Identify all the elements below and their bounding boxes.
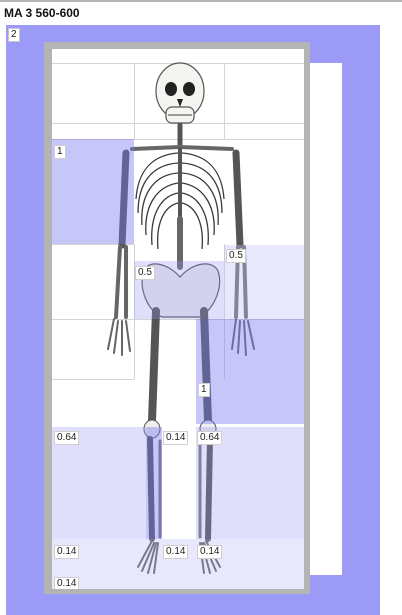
region-label: 0.5 (226, 249, 246, 263)
outer-region-value: 2 (8, 28, 20, 42)
top-border (0, 0, 402, 2)
region-label: 0.14 (54, 545, 79, 559)
region-label: 1 (54, 145, 66, 159)
region-label: 1 (198, 383, 210, 397)
region-label: 0.64 (197, 431, 222, 445)
region-label: 0.14 (163, 545, 188, 559)
region-bottom[interactable] (52, 571, 304, 589)
region-label: 0.14 (163, 431, 188, 445)
region-label: 0.64 (54, 431, 79, 445)
region-label: 0.14 (54, 577, 79, 589)
page-shadow (310, 63, 342, 575)
region-label: 0.14 (197, 545, 222, 559)
region-label: 0.5 (135, 266, 155, 280)
region-left-shin[interactable] (146, 427, 162, 539)
region-right-thigh[interactable] (196, 319, 304, 424)
title-bar: MA 3 560-600 (0, 0, 402, 22)
window-title: MA 3 560-600 (4, 6, 80, 20)
image-canvas[interactable]: 1 0.5 0.5 1 0.64 0.14 0.64 0.14 0.14 0.1… (52, 49, 304, 589)
